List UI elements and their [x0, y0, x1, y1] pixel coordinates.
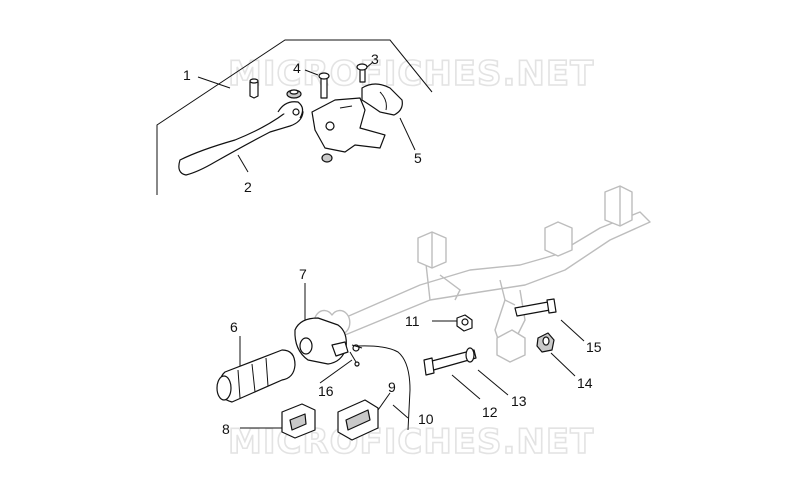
bracket-clamp — [361, 83, 403, 116]
callout-7: 7 — [299, 266, 307, 282]
callout-16: 16 — [318, 383, 334, 399]
throttle-cable — [351, 344, 411, 431]
throttle-grip — [216, 349, 296, 403]
switch-9 — [337, 399, 379, 441]
leader-lines — [156, 39, 585, 429]
callout-6: 6 — [230, 319, 238, 335]
screw-4 — [318, 72, 330, 99]
lever-bracket — [311, 97, 386, 163]
washer-13 — [465, 347, 475, 363]
brake-lever — [178, 101, 304, 176]
throttle-housing — [294, 317, 349, 365]
callout-10: 10 — [418, 411, 434, 427]
callout-3: 3 — [371, 51, 379, 67]
watermark-top: MICROFICHES.NET — [228, 54, 594, 94]
spring-washer — [286, 89, 302, 99]
callout-9: 9 — [388, 379, 396, 395]
callout-4: 4 — [293, 60, 301, 76]
callout-5: 5 — [414, 150, 422, 166]
bolt-12 — [423, 349, 477, 376]
callout-12: 12 — [482, 404, 498, 420]
handlebar-frame — [313, 185, 651, 363]
callout-15: 15 — [586, 339, 602, 355]
lever-pin — [249, 78, 259, 99]
screw-3 — [356, 63, 368, 83]
callout-2: 2 — [244, 179, 252, 195]
callout-13: 13 — [511, 393, 527, 409]
callout-14: 14 — [577, 375, 593, 391]
callout-11: 11 — [405, 313, 420, 329]
small-screw-16 — [349, 351, 360, 367]
bushing-14 — [536, 332, 555, 353]
bolt-15 — [514, 298, 557, 317]
callouts: 1 2 3 4 5 6 7 8 9 10 11 12 13 14 15 16 — [183, 51, 602, 437]
callout-8: 8 — [222, 421, 230, 437]
callout-1: 1 — [183, 67, 191, 83]
nut-11 — [456, 314, 473, 332]
switch-8 — [281, 403, 316, 439]
